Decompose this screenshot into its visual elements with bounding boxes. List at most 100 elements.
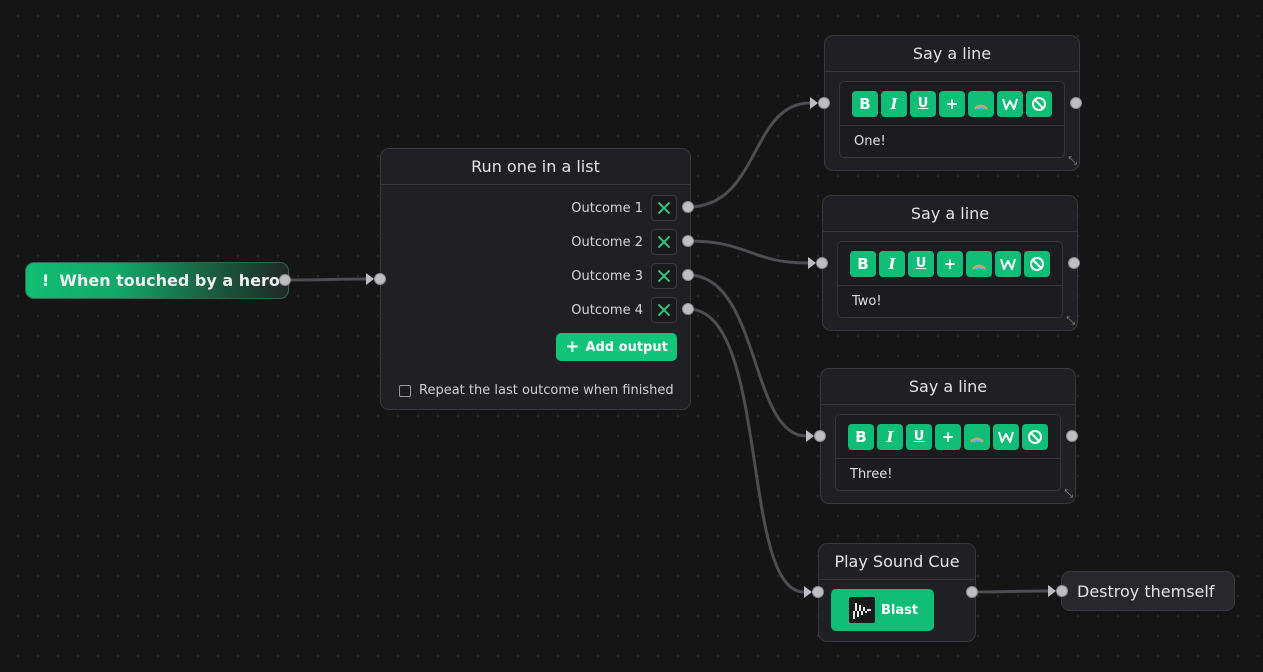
- exclamation-icon: !: [42, 271, 50, 290]
- rainbow-icon[interactable]: [968, 90, 994, 117]
- say-line-node-1[interactable]: Say a line B I U + One! ⤡: [824, 35, 1080, 171]
- say-line-node-3[interactable]: Say a line B I U + Three! ⤡: [820, 368, 1076, 504]
- underline-icon[interactable]: U: [906, 423, 932, 450]
- line-text[interactable]: One!: [854, 134, 886, 149]
- say1-input-arrow-icon: [810, 97, 818, 109]
- rich-text-editor[interactable]: B I U + Two!: [837, 241, 1063, 318]
- node-title: Say a line: [823, 196, 1077, 232]
- node-title: Play Sound Cue: [819, 544, 975, 580]
- italic-icon[interactable]: I: [877, 423, 903, 450]
- say-line-node-2[interactable]: Say a line B I U + Two! ⤡: [822, 195, 1078, 331]
- waveform-icon: [849, 597, 875, 623]
- wave-text-icon[interactable]: [993, 423, 1019, 450]
- close-icon: [658, 236, 670, 248]
- sound-cue-label: Blast: [881, 602, 919, 618]
- say1-input-port[interactable]: [818, 97, 830, 109]
- remove-outcome-2-button[interactable]: [651, 229, 677, 255]
- destroy-themself-node[interactable]: Destroy themself: [1061, 571, 1235, 611]
- say3-input-arrow-icon: [806, 430, 814, 442]
- say3-output-port[interactable]: [1066, 430, 1078, 442]
- format-toolbar: B I U +: [840, 82, 1064, 126]
- outcome-label: Outcome 3: [571, 268, 643, 284]
- outcome-row-4: Outcome 4: [571, 297, 677, 323]
- line-text[interactable]: Three!: [850, 467, 893, 482]
- outcome-row-1: Outcome 1: [571, 195, 677, 221]
- format-toolbar: B I U +: [838, 242, 1062, 286]
- run-one-in-list-node[interactable]: Run one in a list Outcome 1 Outcome 2 Ou…: [380, 148, 691, 410]
- wave-text-icon[interactable]: [995, 250, 1021, 277]
- wire-event-to-run: [288, 277, 370, 282]
- clear-format-icon[interactable]: [1022, 423, 1048, 450]
- format-toolbar: B I U +: [836, 415, 1060, 459]
- sound-cue-button[interactable]: Blast: [831, 589, 934, 631]
- outcome-label: Outcome 4: [571, 302, 643, 318]
- remove-outcome-4-button[interactable]: [651, 297, 677, 323]
- event-node-touched-by-hero[interactable]: ! When touched by a hero: [25, 262, 289, 299]
- plus-icon[interactable]: +: [937, 250, 963, 277]
- wire-outcome3: [686, 273, 808, 438]
- play-sound-cue-node[interactable]: Play Sound Cue Blast: [818, 543, 976, 642]
- wire-outcome4: [686, 307, 806, 594]
- destroy-label: Destroy themself: [1077, 581, 1215, 601]
- underline-icon[interactable]: U: [908, 250, 934, 277]
- node-title: Say a line: [821, 369, 1075, 405]
- resize-handle-icon[interactable]: ⤡: [1064, 487, 1073, 500]
- remove-outcome-1-button[interactable]: [651, 195, 677, 221]
- rich-text-editor[interactable]: B I U + Three!: [835, 414, 1061, 491]
- node-title: Say a line: [825, 36, 1079, 72]
- clear-format-icon[interactable]: [1026, 90, 1052, 117]
- repeat-label: Repeat the last outcome when finished: [419, 383, 674, 398]
- resize-handle-icon[interactable]: ⤡: [1066, 314, 1075, 327]
- close-icon: [658, 270, 670, 282]
- run-input-arrow-icon: [366, 273, 374, 285]
- rich-text-editor[interactable]: B I U + One!: [839, 81, 1065, 158]
- node-title: Run one in a list: [381, 149, 690, 185]
- outcome-label: Outcome 1: [571, 200, 643, 216]
- remove-outcome-3-button[interactable]: [651, 263, 677, 289]
- sound-output-port[interactable]: [966, 586, 978, 598]
- repeat-last-outcome-checkbox[interactable]: [399, 384, 411, 397]
- add-output-label: Add output: [585, 339, 668, 355]
- say3-input-port[interactable]: [814, 430, 826, 442]
- outcome-1-output-port[interactable]: [682, 201, 694, 213]
- underline-icon[interactable]: U: [910, 90, 936, 117]
- outcome-row-2: Outcome 2: [571, 229, 677, 255]
- outcome-3-output-port[interactable]: [682, 269, 694, 281]
- outcome-row-3: Outcome 3: [571, 263, 677, 289]
- wire-outcome2: [686, 239, 810, 265]
- repeat-last-outcome-row: Repeat the last outcome when finished: [399, 383, 674, 398]
- bold-icon[interactable]: B: [852, 90, 878, 117]
- line-text[interactable]: Two!: [852, 294, 882, 309]
- italic-icon[interactable]: I: [879, 250, 905, 277]
- sound-input-arrow-icon: [804, 586, 812, 598]
- close-icon: [658, 304, 670, 316]
- bold-icon[interactable]: B: [850, 250, 876, 277]
- rainbow-icon[interactable]: [964, 423, 990, 450]
- say1-output-port[interactable]: [1070, 97, 1082, 109]
- bold-icon[interactable]: B: [848, 423, 874, 450]
- run-input-port[interactable]: [374, 273, 386, 285]
- close-icon: [658, 202, 670, 214]
- outcome-4-output-port[interactable]: [682, 303, 694, 315]
- wire-sound-to-destroy: [976, 589, 1050, 594]
- outcome-2-output-port[interactable]: [682, 235, 694, 247]
- sound-input-port[interactable]: [812, 586, 824, 598]
- wire-outcome1: [686, 101, 812, 209]
- destroy-input-arrow-icon: [1048, 585, 1056, 597]
- plus-icon[interactable]: +: [935, 423, 961, 450]
- wave-text-icon[interactable]: [997, 90, 1023, 117]
- outcome-label: Outcome 2: [571, 234, 643, 250]
- rainbow-icon[interactable]: [966, 250, 992, 277]
- destroy-input-port[interactable]: [1056, 585, 1068, 597]
- plus-icon: +: [565, 336, 580, 357]
- say2-input-arrow-icon: [808, 257, 816, 269]
- clear-format-icon[interactable]: [1024, 250, 1050, 277]
- add-output-button[interactable]: + Add output: [556, 333, 677, 361]
- resize-handle-icon[interactable]: ⤡: [1068, 154, 1077, 167]
- italic-icon[interactable]: I: [881, 90, 907, 117]
- event-label: When touched by a hero: [59, 271, 280, 290]
- event-output-port[interactable]: [279, 274, 291, 286]
- say2-input-port[interactable]: [816, 257, 828, 269]
- say2-output-port[interactable]: [1068, 257, 1080, 269]
- plus-icon[interactable]: +: [939, 90, 965, 117]
